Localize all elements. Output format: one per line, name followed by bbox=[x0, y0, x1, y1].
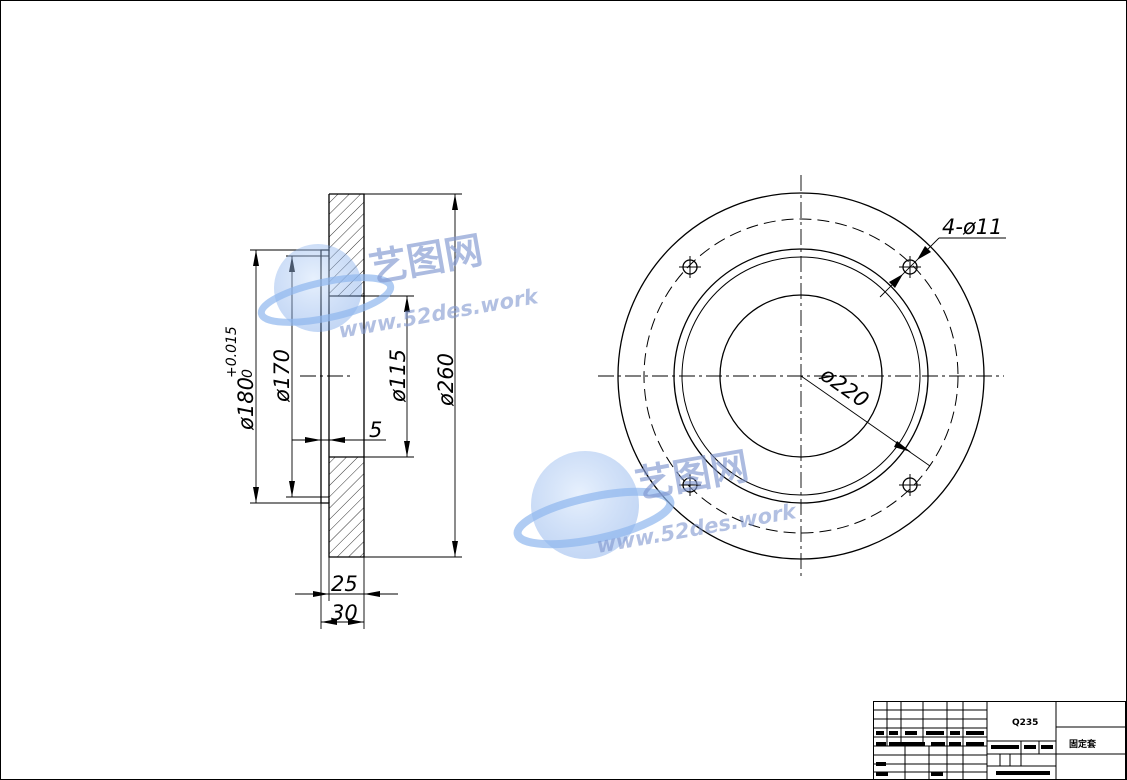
dim-d180-tol-lower: 0 bbox=[240, 369, 256, 378]
watermark-bottom: 艺图网 www.52des.work bbox=[513, 444, 800, 559]
dim-25: 25 bbox=[331, 572, 358, 596]
watermark-url: www.52des.work bbox=[337, 284, 542, 343]
watermark-brand: 艺图网 bbox=[366, 228, 486, 291]
bolt-hole-top-left bbox=[679, 256, 701, 278]
dim-recess-5: 5 bbox=[369, 418, 382, 442]
watermark-top: 艺图网 www.52des.work bbox=[257, 228, 542, 343]
bolt-hole-bottom-right bbox=[899, 474, 921, 496]
dim-hole-callout: 4-ø11 bbox=[942, 215, 1003, 239]
dim-d170: ø170 bbox=[270, 349, 294, 403]
front-view bbox=[598, 175, 1006, 578]
dim-bolt-circle: ø220 bbox=[815, 362, 873, 413]
bolt-hole-bottom-left bbox=[679, 474, 701, 496]
watermark-brand: 艺图网 bbox=[632, 444, 752, 507]
title-block-part-name: 固定套 bbox=[1069, 738, 1097, 750]
dim-30: 30 bbox=[331, 601, 358, 625]
title-block-material: Q235 bbox=[1012, 718, 1038, 728]
dim-d260: ø260 bbox=[434, 353, 458, 407]
title-block bbox=[873, 701, 1126, 780]
dim-d115: ø115 bbox=[386, 349, 410, 403]
section-hatch-lower bbox=[329, 457, 364, 557]
section-dimensions bbox=[250, 193, 462, 629]
globe-logo-icon bbox=[257, 244, 395, 332]
dim-d180: ø180 bbox=[234, 377, 258, 431]
dim-d180-tol-upper: +0.015 bbox=[224, 326, 240, 378]
globe-logo-icon bbox=[513, 451, 675, 559]
